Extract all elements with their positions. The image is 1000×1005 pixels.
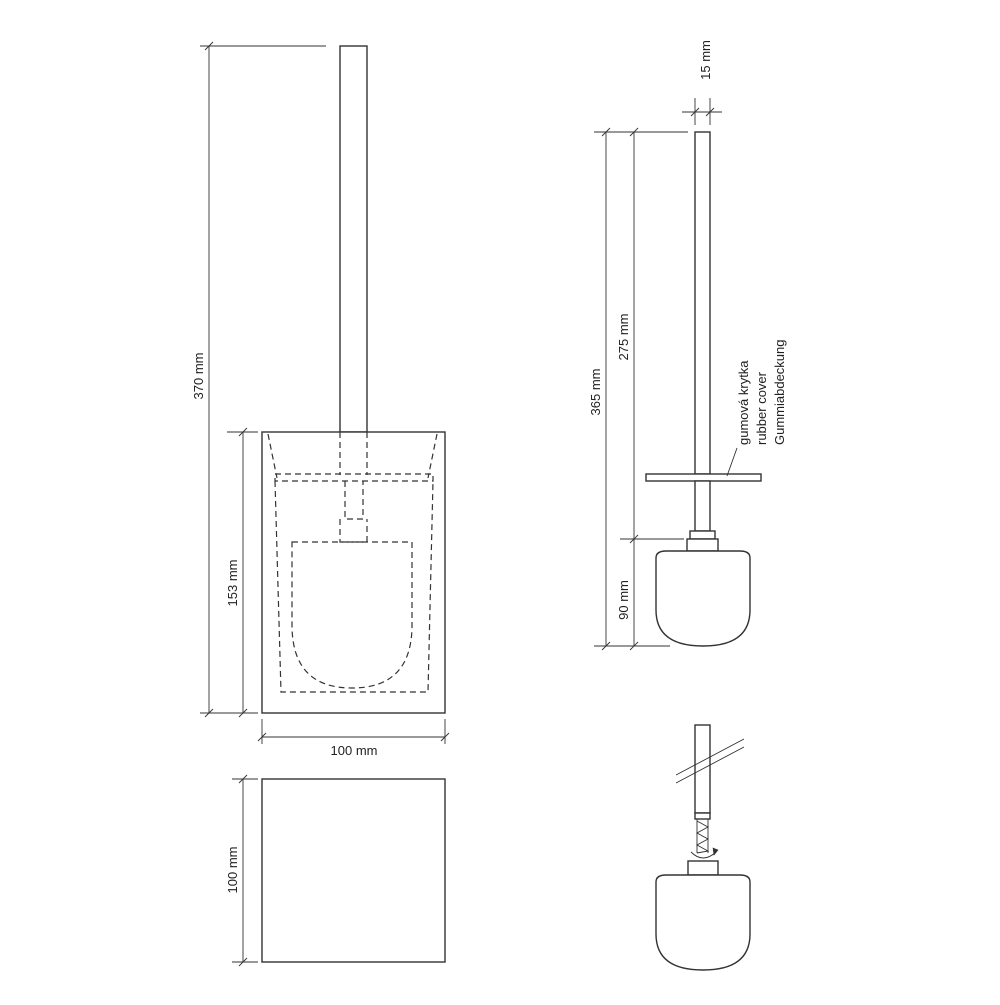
break-lines [675, 738, 745, 784]
top-view: 100 mm [225, 774, 446, 967]
hidden-handle [339, 432, 368, 475]
label-base-depth: 100 mm [225, 847, 240, 894]
callout-rubber-cover: gumová krytka rubber cover Gummiabdeckun… [726, 340, 787, 477]
screw-thread [696, 820, 710, 854]
hidden-collar [339, 519, 368, 543]
label-head-height: 90 mm [616, 580, 631, 620]
dim-brush-length: 365 mm [588, 127, 688, 651]
callout-line-3: Gummiabdeckung [772, 340, 787, 446]
rotation-arrow-head [712, 847, 719, 856]
front-handle [339, 45, 368, 433]
brush-collar [686, 538, 719, 552]
rubber-cover [645, 473, 762, 482]
brush-view: 15 mm 365 mm 275 mm 90 mm gumová krytka … [588, 40, 787, 651]
hidden-stem [344, 481, 364, 520]
dim-base-depth: 100 mm [225, 774, 258, 967]
brush-head [655, 550, 751, 647]
hidden-cover [274, 473, 434, 482]
dim-total-height: 370 mm [191, 41, 326, 718]
dim-handle-diameter: 15 mm [682, 40, 722, 125]
callout-line-1: gumová krytka [736, 360, 751, 445]
dim-handle-length: 275 mm 90 mm [616, 127, 684, 651]
label-handle-diameter: 15 mm [698, 40, 713, 80]
detail-head-socket [687, 860, 719, 876]
brush-collar-top [689, 530, 716, 540]
hidden-taper [267, 433, 438, 479]
base-square [261, 778, 446, 963]
rotation-arrow [690, 851, 717, 859]
hidden-brush-head [291, 541, 413, 689]
front-view: 370 mm 153 mm 100 mm [191, 41, 450, 758]
label-brush-length: 365 mm [588, 369, 603, 416]
detail-handle-end [694, 812, 711, 820]
dim-container-width: 100 mm [257, 719, 450, 758]
label-handle-length: 275 mm [616, 314, 631, 361]
label-total-height: 370 mm [191, 353, 206, 400]
brush-handle [694, 131, 711, 475]
detail-brush-head [655, 874, 751, 971]
callout-line-2: rubber cover [754, 371, 769, 445]
hidden-inner-walls [274, 480, 434, 693]
brush-stem [694, 480, 711, 532]
assembly-detail [655, 724, 751, 971]
dim-container-height: 153 mm [225, 427, 258, 718]
label-container-width: 100 mm [331, 743, 378, 758]
screw-body [696, 819, 709, 853]
label-container-height: 153 mm [225, 560, 240, 607]
